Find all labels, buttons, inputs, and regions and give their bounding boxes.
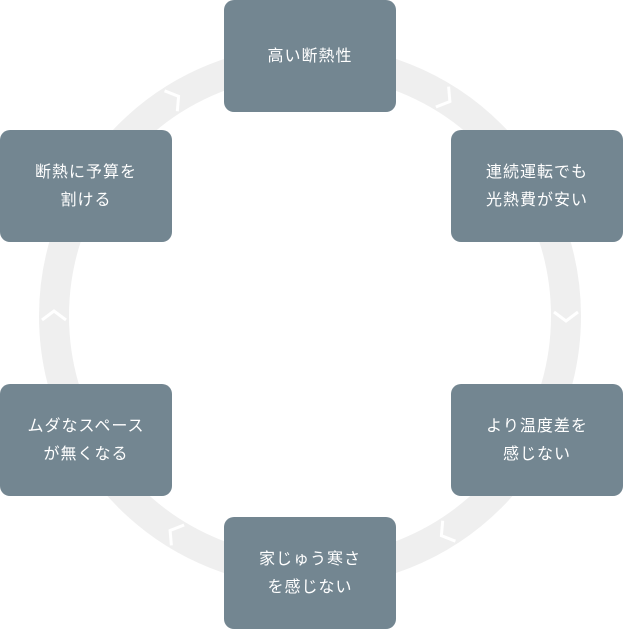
flow-chevron-icon: [164, 89, 181, 112]
flow-chevron-icon: [439, 520, 456, 543]
cycle-node-low-utility-cost: 連続運転でも 光熱費が安い: [451, 130, 623, 242]
node-label-line: 家じゅう寒さ: [258, 549, 361, 568]
node-label-line: 連続運転でも: [485, 162, 588, 181]
node-label-line: 高い断熱性: [267, 46, 353, 65]
flow-chevron-icon: [168, 523, 185, 546]
node-label-line: 割ける: [60, 190, 112, 209]
flow-chevron-icon: [41, 309, 67, 322]
node-label-line: 光熱費が安い: [485, 190, 588, 209]
node-label-line: を感じない: [267, 577, 353, 596]
cycle-node-less-temperature-difference: より温度差を 感じない: [451, 384, 623, 496]
node-label-line: が無くなる: [43, 444, 129, 463]
flow-chevron-icon: [553, 310, 579, 323]
cycle-node-high-insulation: 高い断熱性: [224, 0, 396, 112]
node-label-line: より温度差を: [486, 416, 588, 435]
cycle-node-no-cold-rooms: 家じゅう寒さ を感じない: [224, 517, 396, 629]
node-label-line: 断熱に予算を: [34, 162, 137, 181]
cycle-node-budget-for-insulation: 断熱に予算を 割ける: [0, 130, 172, 242]
node-label-line: 感じない: [502, 444, 571, 463]
node-label-line: ムダなスペース: [27, 416, 145, 435]
cycle-node-no-wasted-space: ムダなスペース が無くなる: [0, 384, 172, 496]
flow-chevron-icon: [435, 86, 452, 109]
